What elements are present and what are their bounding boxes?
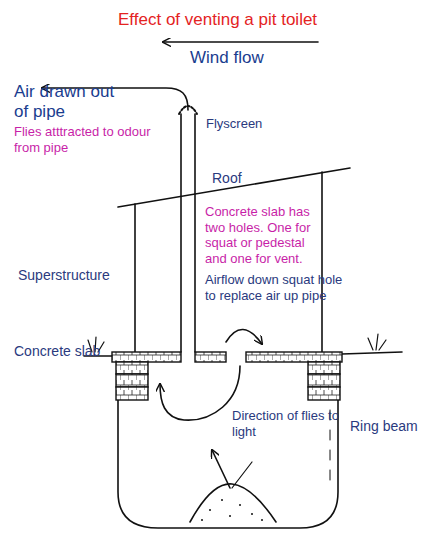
- fly-direction-line: [232, 462, 252, 488]
- note-text: Direction of flies to light: [232, 408, 354, 439]
- waste-dot: [261, 519, 263, 521]
- waste-heap: [190, 484, 276, 522]
- ring-beam-block: [116, 362, 148, 374]
- airflow-arrow: [226, 329, 262, 344]
- waste-dots: [201, 499, 263, 521]
- part-label: Concrete slab: [14, 343, 124, 360]
- waste-dot: [251, 513, 253, 515]
- ring-beam-block: [308, 362, 340, 374]
- waste-dot: [221, 499, 223, 501]
- diagram-title: Effect of venting a pit toilet: [118, 10, 378, 30]
- note-text: Flies atttracted to odour from pipe: [14, 124, 159, 155]
- ring-beam-block: [308, 387, 340, 400]
- wind-label: Wind flow: [190, 48, 320, 68]
- fly-direction-arrow: [212, 450, 230, 488]
- part-label: Roof: [212, 170, 272, 187]
- note-text: Concrete slab has two holes. One for squ…: [205, 204, 330, 266]
- wind-arrow: [163, 41, 318, 43]
- waste-dot: [201, 519, 203, 521]
- left-wall: [134, 204, 136, 352]
- vent-pipe: [180, 114, 182, 352]
- part-label: Superstructure: [18, 267, 138, 284]
- waste-dot: [229, 515, 231, 517]
- grass-tuft: [368, 334, 386, 350]
- air-label: Air drawn out of pipe: [14, 82, 132, 123]
- note-text: Airflow down squat hole to replace air u…: [205, 272, 347, 303]
- roof-line: [118, 168, 350, 207]
- pit-airflow-arrow: [160, 366, 240, 420]
- waste-dot: [239, 504, 241, 506]
- concrete-slab: [246, 352, 342, 362]
- waste-dot: [209, 509, 211, 511]
- part-label: Flyscreen: [206, 116, 306, 132]
- concrete-slab: [112, 352, 181, 362]
- part-label: Ring beam: [350, 418, 440, 435]
- ring-beam-block: [116, 374, 148, 387]
- ring-beam-block: [116, 387, 148, 400]
- concrete-slab: [195, 352, 226, 362]
- right-wall: [321, 172, 323, 352]
- flyscreen-cap: [179, 106, 197, 114]
- vent-pipe: [194, 114, 196, 352]
- ring-beam-block: [308, 374, 340, 387]
